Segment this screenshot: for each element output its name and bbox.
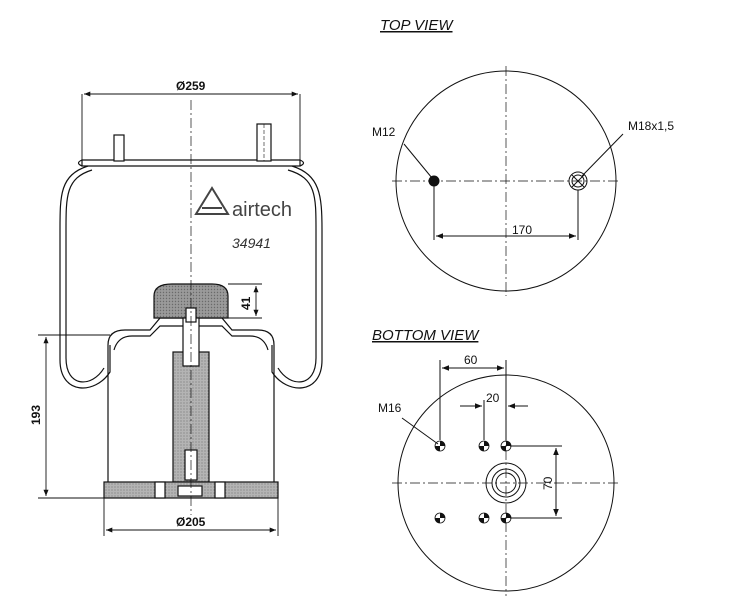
top-stud-left — [113, 134, 125, 162]
part-number: 34941 — [232, 235, 271, 251]
offset-20-label: 20 — [486, 391, 500, 405]
brand-text: airtech — [232, 199, 292, 221]
bolt-holes — [434, 440, 512, 524]
piston-body — [107, 345, 275, 486]
bottom-view-title: BOTTOM VIEW — [372, 327, 480, 344]
top-view-title: TOP VIEW — [380, 17, 454, 34]
spacing-70-label: 70 — [541, 476, 555, 490]
m18-label: M18x1,5 — [628, 119, 674, 133]
height-label: 193 — [29, 405, 43, 425]
offset-60-label: 60 — [464, 353, 478, 367]
center-fitting-icon — [485, 462, 527, 504]
top-view — [392, 66, 624, 296]
m12-hole-icon — [428, 175, 440, 187]
side-view — [59, 100, 323, 515]
side-dimensions — [38, 91, 301, 536]
spacing-label: 170 — [512, 223, 532, 237]
brand-logo-icon — [194, 186, 230, 215]
cap-height-label: 41 — [239, 296, 253, 310]
top-diameter-label: Ø259 — [176, 79, 206, 93]
bottom-diameter-label: Ø205 — [176, 515, 206, 529]
m12-label: M12 — [372, 125, 396, 139]
bottom-view — [392, 360, 620, 596]
bolt-hole-fills — [435, 441, 511, 523]
m16-label: M16 — [378, 401, 402, 415]
bellow-outline — [59, 165, 323, 389]
